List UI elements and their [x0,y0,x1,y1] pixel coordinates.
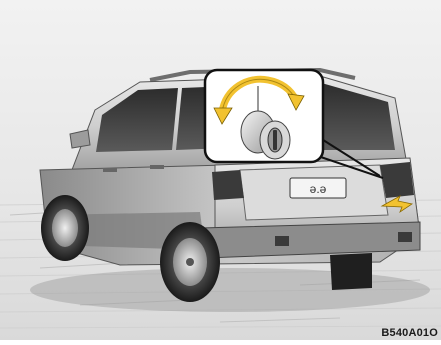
reflector-right [398,232,412,242]
tail-light-left [212,170,244,200]
wheel-right [330,253,372,290]
door-handle-rear [103,168,117,172]
door-handle-front [150,165,164,169]
wheel-left [41,195,89,261]
tail-light-right [380,162,414,198]
reflector-left [275,236,289,246]
key-lock-inset [205,70,323,162]
plate-text: ǝ.ə [310,182,327,196]
wheel-rear [160,222,220,302]
figure-code: B540A01O [381,327,438,339]
